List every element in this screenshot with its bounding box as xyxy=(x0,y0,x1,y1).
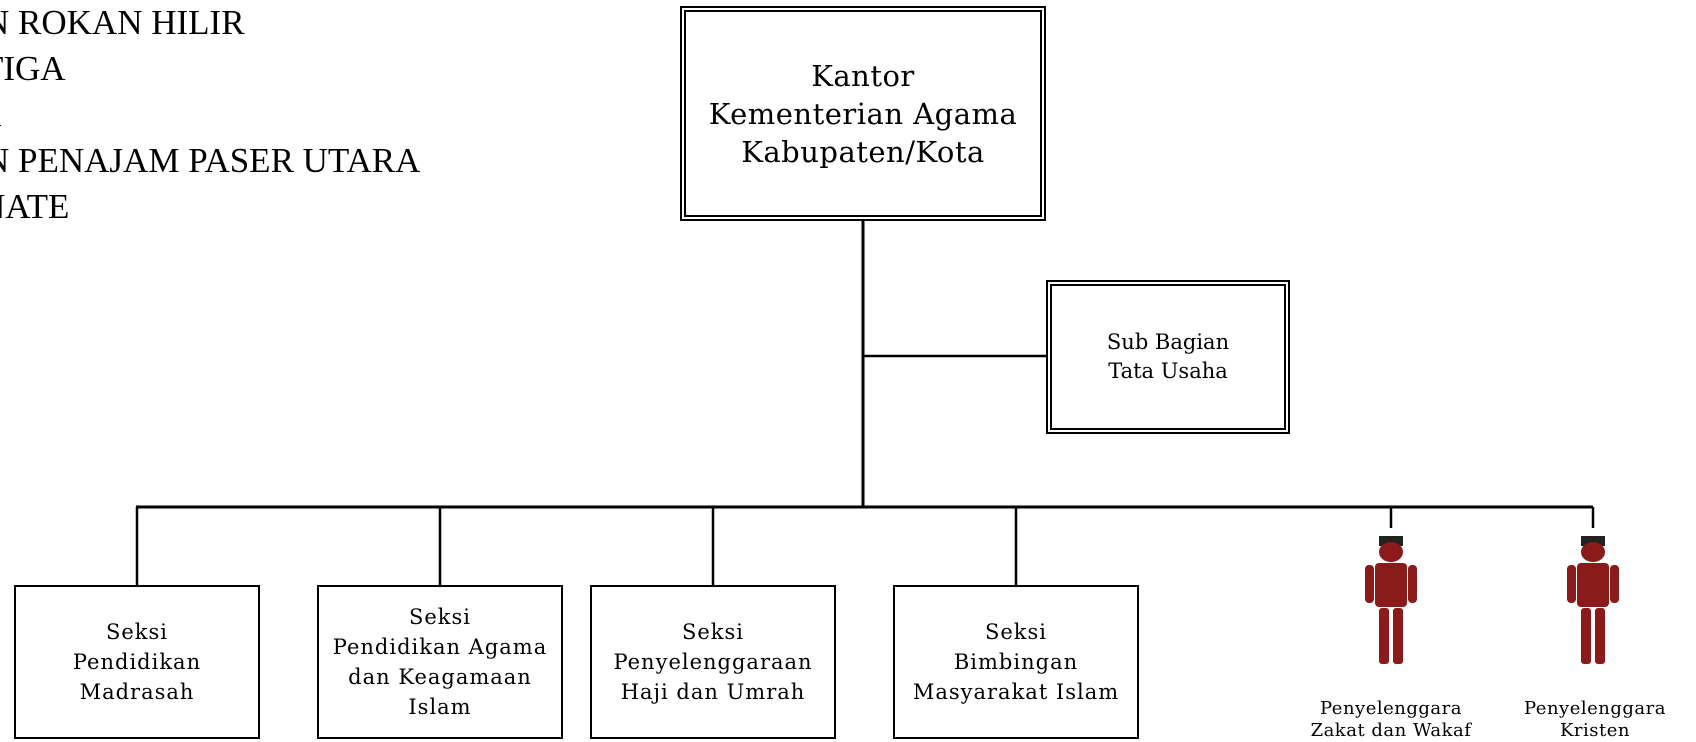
background-text-line: N PENAJAM PASER UTARA xyxy=(0,141,421,180)
section-box-pendidikan-agama: Seksi Pendidikan Agama dan Keagamaan Isl… xyxy=(317,585,563,739)
section-label: Seksi Pendidikan Madrasah xyxy=(72,620,202,704)
background-text-line: TIGA xyxy=(0,49,66,88)
sub-bagian-box: Sub Bagian Tata Usaha xyxy=(1046,280,1290,434)
head-office-box: Kantor Kementerian Agama Kabupaten/Kota xyxy=(680,6,1046,221)
background-text-line: A xyxy=(0,92,420,138)
section-box-bimas-islam: Seksi Bimbingan Masyarakat Islam xyxy=(893,585,1139,739)
background-text-line: NATE xyxy=(0,187,70,226)
head-office-label: Kantor Kementerian Agama Kabupaten/Kota xyxy=(708,58,1018,169)
section-label: Seksi Penyelenggaraan Haji dan Umrah xyxy=(613,620,813,704)
officer-label: Penyelenggara Kristen xyxy=(1524,698,1666,741)
section-box-madrasah: Seksi Pendidikan Madrasah xyxy=(14,585,260,739)
section-label: Seksi Bimbingan Masyarakat Islam xyxy=(912,620,1120,704)
officer-label: Penyelenggara Zakat dan Wakaf xyxy=(1310,698,1472,741)
person-icon xyxy=(1567,536,1619,664)
section-label: Seksi Pendidikan Agama dan Keagamaan Isl… xyxy=(332,605,548,719)
person-icon xyxy=(1365,536,1417,664)
background-text: N ROKAN HILIR TIGA A N PENAJAM PASER UTA… xyxy=(0,0,420,230)
section-box-haji-umrah: Seksi Penyelenggaraan Haji dan Umrah xyxy=(590,585,836,739)
background-text-line: N ROKAN HILIR xyxy=(0,3,245,42)
sub-bagian-label: Sub Bagian Tata Usaha xyxy=(1106,330,1230,383)
